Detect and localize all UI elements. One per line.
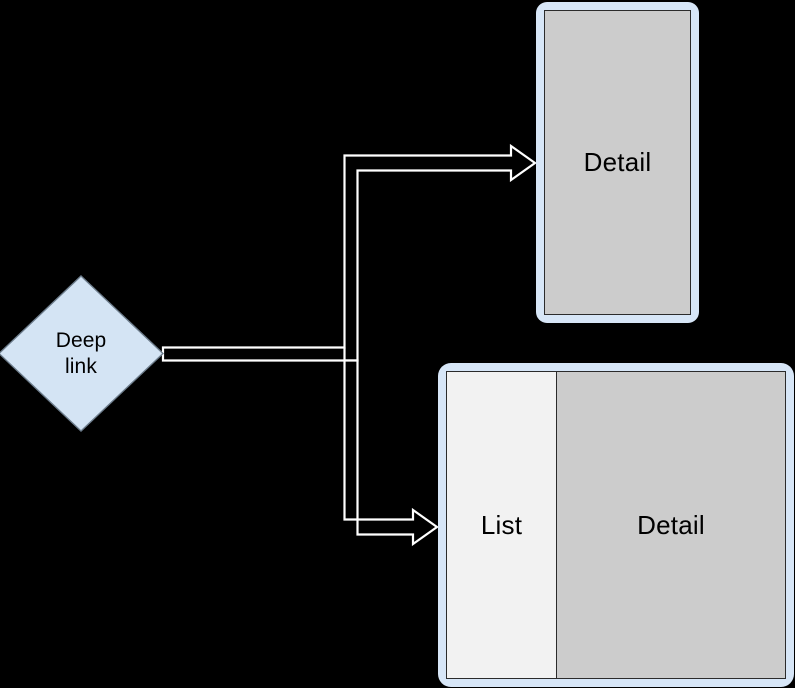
tablet-screen: List Detail	[446, 371, 786, 679]
edge-deep-link-to-phone	[161, 143, 537, 362]
tablet-list-pane[interactable]: List	[447, 372, 557, 678]
tablet-detail-pane[interactable]: Detail	[557, 372, 785, 678]
node-tablet-list-detail[interactable]: List Detail	[438, 363, 794, 687]
node-phone-detail[interactable]: Detail	[536, 2, 699, 323]
node-deep-link[interactable]: Deep link	[0, 275, 165, 432]
phone-screen: Detail	[544, 10, 691, 315]
edge-deep-link-to-tablet	[343, 347, 439, 547]
node-deep-link-label: Deep link	[55, 328, 107, 378]
phone-detail-pane[interactable]: Detail	[545, 11, 690, 314]
diamond-shape	[0, 275, 165, 432]
